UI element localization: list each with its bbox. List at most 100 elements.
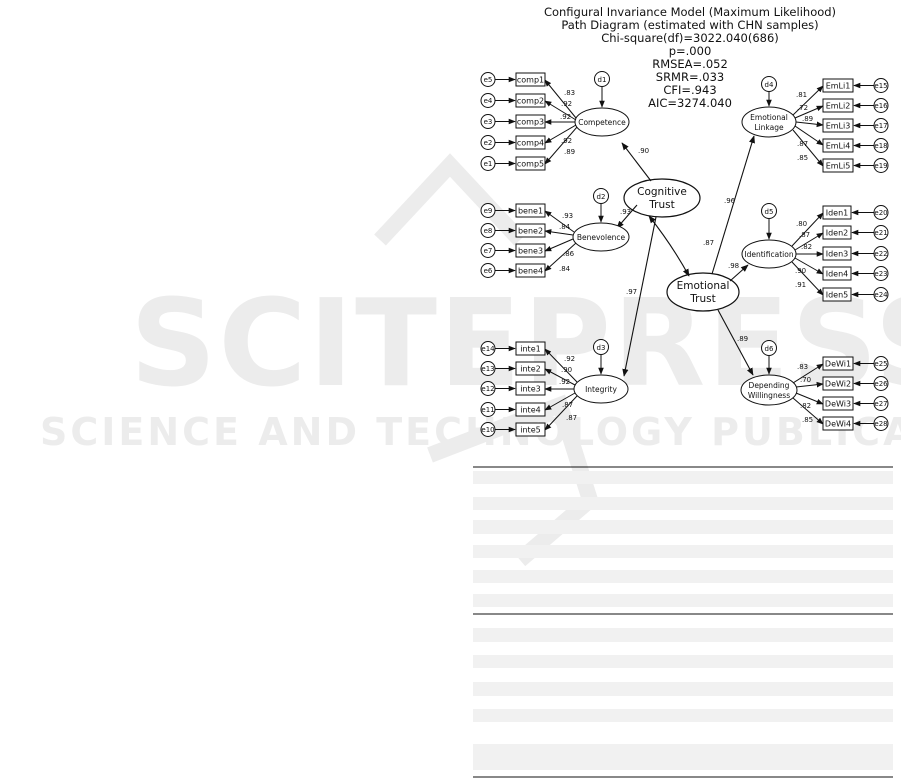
table-row [473,628,893,642]
error-label: e11 [481,406,494,414]
loading-coefficient: .90 [795,267,806,275]
indicator-label: Iden2 [826,229,849,238]
indicator-label: comp1 [517,76,544,85]
path-emotional-identification [729,264,749,282]
error-label: e13 [481,365,494,373]
path-coefficient: .96 [724,197,736,205]
watermark-text-secondary: SCIENCE AND TECHNOLOGY PUBLICATIONS [40,410,901,454]
path-cognitive-integrity [622,216,657,377]
loading-coefficient: .83 [564,89,575,97]
error-label: e19 [874,162,887,170]
factor-label: Linkage [754,123,784,132]
error-label: e1 [484,160,493,168]
disturbance-label: d4 [765,81,774,89]
table-row [473,594,893,607]
error-label: e12 [481,385,494,393]
table-row [473,655,893,668]
error-label: e9 [484,207,493,215]
path-coefficient: .97 [626,288,637,296]
factor-emotional-linkage: Emotional Linkage d4 [741,76,797,138]
path-coefficient: .93 [620,208,631,216]
loading-coefficient: .82 [801,243,812,251]
error-label: e3 [484,118,493,126]
factor-label: Emotional [750,113,788,122]
error-label: e2 [484,139,493,147]
loading-coefficient: .93 [562,212,573,220]
indicator-label: EmLi5 [826,162,851,171]
loading-coefficient: .84 [559,223,571,231]
cognitive-trust-label: Cognitive [637,186,687,198]
table-row [473,709,893,722]
table-row [473,545,893,558]
loading-coefficient: .86 [563,250,575,258]
indicator-label: Iden4 [826,270,849,279]
fit-statistic: AIC=3274.040 [648,96,732,110]
indicator-label: comp5 [517,160,544,169]
correlation-coefficient: .87 [703,239,714,247]
fit-statistic: SRMR=.033 [656,70,724,84]
indicator-label: comp2 [517,97,544,106]
loading-coefficient: .84 [559,265,571,273]
indicator-label: DeWi1 [825,360,851,369]
indicator-label: Iden3 [826,250,849,259]
factor-integrity: Integrity d3 [573,339,629,404]
higher-factor-emotional-trust: Emotional Trust [666,272,740,312]
path-coefficient: .90 [638,147,649,155]
path-emotional-depending [717,309,754,376]
indicator-label: EmLi2 [826,102,851,111]
error-label: e25 [874,360,887,368]
factor-label: Willingness [748,391,790,400]
diagram-title-block: Configural Invariance Model (Maximum Lik… [544,5,836,110]
loading-coefficient: .70 [800,376,811,384]
indicator-label: EmLi3 [826,122,851,131]
indicator-label: inte5 [520,426,540,435]
loading-coefficient: .81 [796,91,807,99]
table-row [473,682,893,696]
loading-coefficient: .89 [564,148,575,156]
indicator-label: inte3 [520,385,540,394]
loading-coefficient: .90 [561,366,572,374]
loading-coefficient: .85 [797,154,808,162]
fit-statistic: RMSEA=.052 [652,57,728,71]
factor-identification: Identification d5 [741,203,797,269]
factor-benevolence: Benevolence d2 [572,188,630,252]
error-label: e28 [874,420,887,428]
error-label: e4 [484,97,493,105]
indicator-block-depending-willingness: .83 .70 .82 .85 DeWi1 DeWi2 DeWi3 DeWi4 … [792,356,889,431]
loading-coefficient: .72 [797,104,808,112]
indicator-label: Iden5 [826,291,849,300]
disturbance-label: d2 [597,193,606,201]
indicator-label: EmLi1 [826,82,851,91]
indicator-label: DeWi3 [825,400,851,409]
indicator-label: bene2 [518,227,543,236]
loading-coefficient: .85 [802,416,813,424]
loading-coefficient: .92 [560,113,571,121]
title-line: Path Diagram (estimated with CHN samples… [561,18,818,32]
factor-label: Benevolence [577,233,626,242]
indicator-label: EmLi4 [826,142,851,151]
loading-coefficient: .92 [561,100,572,108]
fit-statistic: CFI=.943 [663,83,716,97]
indicator-label: bene3 [518,247,543,256]
loading-coefficient: .80 [796,220,807,228]
loading-coefficient: .83 [797,363,808,371]
emotional-trust-label: Emotional [677,280,730,292]
error-label: e15 [874,82,887,90]
path-emotional-linkage [711,135,755,275]
loading-coefficient: .87 [799,231,810,239]
indicator-label: DeWi2 [825,380,851,389]
disturbance-label: d3 [597,344,606,352]
error-label: e18 [874,142,887,150]
indicator-label: DeWi4 [825,420,851,429]
fit-statistic: p=.000 [669,44,712,58]
path-coefficient: .89 [737,335,748,343]
factor-label: Competence [578,118,626,127]
error-label: e8 [484,227,493,235]
factor-competence: Competence d1 [574,71,630,137]
fit-statistic: Chi-square(df)=3022.040(686) [601,31,779,45]
error-label: e14 [481,345,495,353]
indicator-label: comp3 [517,118,544,127]
loading-coefficient: .87 [566,414,577,422]
factor-label: Depending [749,381,790,390]
